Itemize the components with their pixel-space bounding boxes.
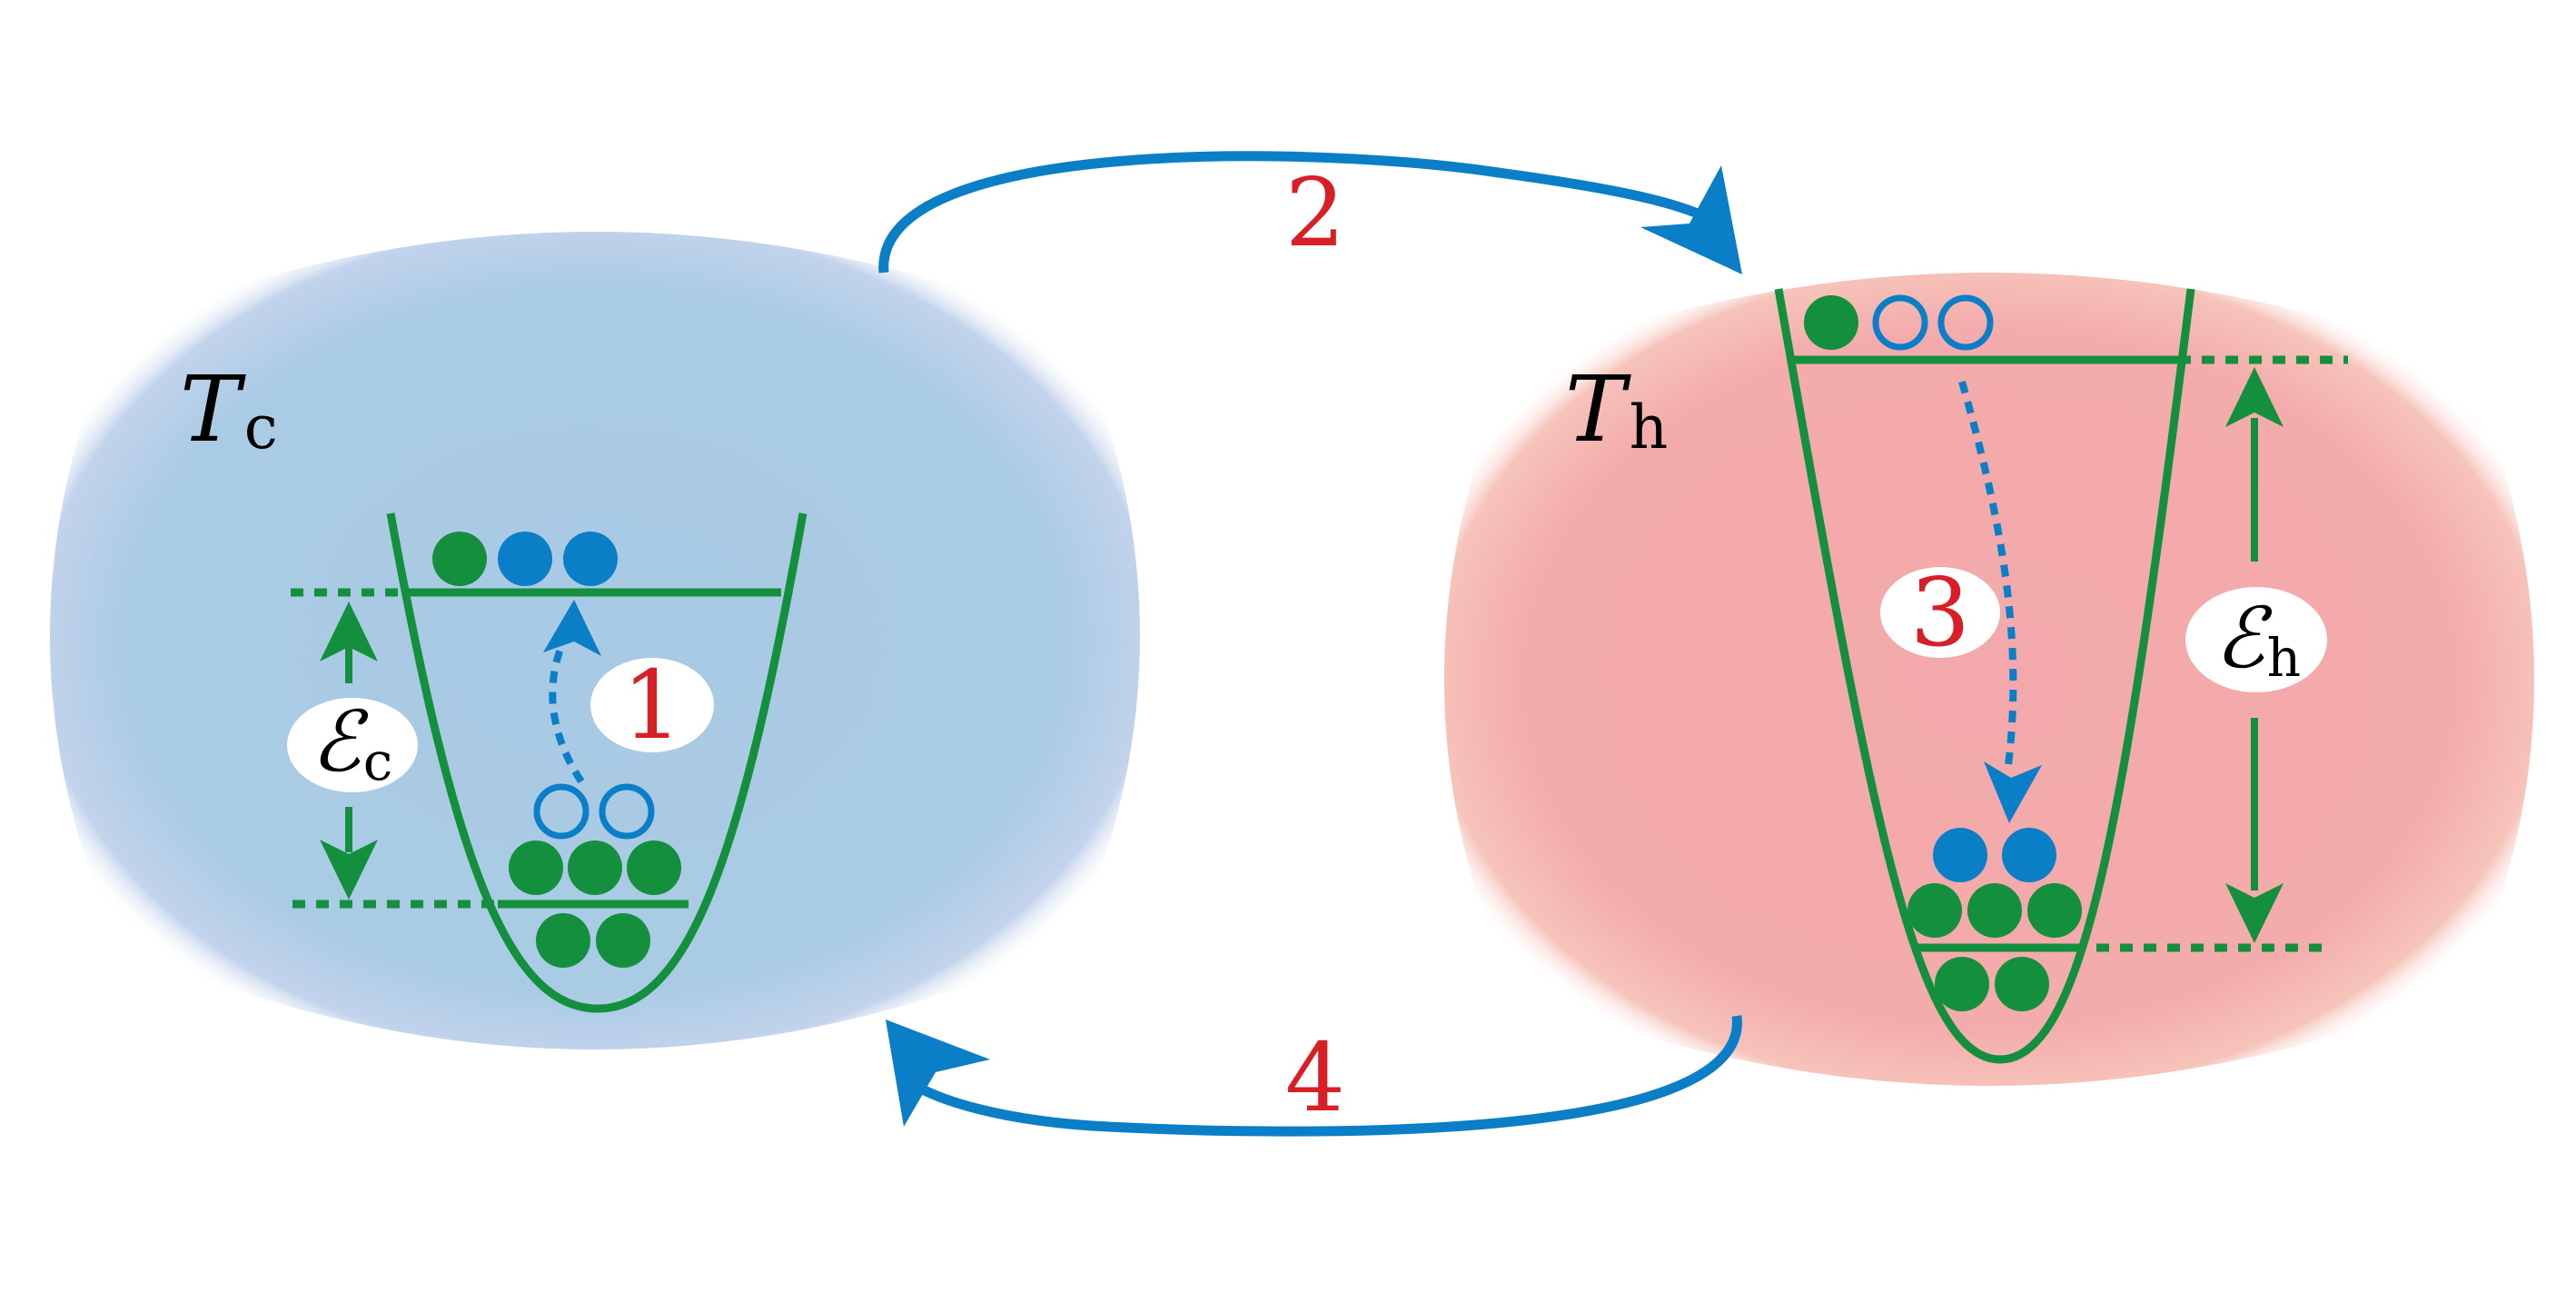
particle-green — [568, 840, 622, 895]
particle-green — [1804, 295, 1858, 350]
decay-arrow — [1958, 380, 2017, 773]
particle-blue — [498, 532, 552, 586]
particle-hole — [533, 783, 590, 840]
cold-trap-potential — [386, 512, 807, 1013]
cold-gap-label: ℰc — [311, 693, 392, 792]
excitation-arrow — [549, 625, 585, 784]
cycle-arrow-bottom — [886, 1015, 1742, 1137]
particle-green — [1967, 883, 2022, 938]
hot-trap: ℰh 3 — [1774, 288, 2348, 1064]
particle-green — [1907, 883, 1962, 938]
particle-green — [2027, 883, 2082, 938]
particle-green — [627, 840, 681, 895]
hot-bath-blob — [1444, 273, 2534, 1086]
hot-bath: Th — [1444, 273, 2534, 1086]
cold-gap-arrow — [320, 602, 378, 900]
particle-green — [432, 532, 487, 586]
particle-green — [1935, 957, 1989, 1011]
particle-hole — [1937, 294, 1994, 351]
arrowhead-top — [1640, 165, 1742, 274]
particle-green — [596, 913, 650, 968]
step-3-bubble — [1880, 567, 2000, 658]
particle-green — [536, 913, 590, 968]
step-1-bubble — [590, 658, 714, 752]
cold-bath-blob — [50, 232, 1140, 1049]
particle-blue — [563, 532, 618, 586]
hot-gap-label-bubble — [2185, 587, 2327, 692]
particle-blue — [1933, 828, 1987, 882]
particle-hole — [599, 783, 655, 840]
step-label-4: 4 — [1285, 1022, 1345, 1133]
cold-bath: Tc — [50, 232, 1140, 1049]
particle-blue — [2002, 828, 2056, 882]
decay-arrowhead — [1984, 761, 2042, 823]
particle-green — [509, 840, 563, 895]
cold-trap: ℰc 1 — [287, 512, 807, 1013]
excitation-arrowhead — [543, 600, 601, 656]
cold-gap-label-bubble — [287, 698, 418, 792]
cold-bath-label: Tc — [180, 356, 278, 462]
particle-hole — [1872, 294, 1928, 351]
arrowhead-bottom — [886, 1019, 990, 1127]
step-label-3: 3 — [1910, 557, 1970, 668]
particle-green — [1995, 957, 2049, 1011]
step-label-1: 1 — [622, 650, 682, 761]
hot-gap-label: ℰh — [2214, 590, 2301, 689]
step-label-2: 2 — [1285, 157, 1345, 268]
hot-bath-label: Th — [1565, 356, 1668, 462]
hot-gap-arrow — [2225, 367, 2284, 943]
hot-trap-potential — [1774, 288, 2195, 1064]
cycle-arrow-top — [878, 151, 1742, 274]
